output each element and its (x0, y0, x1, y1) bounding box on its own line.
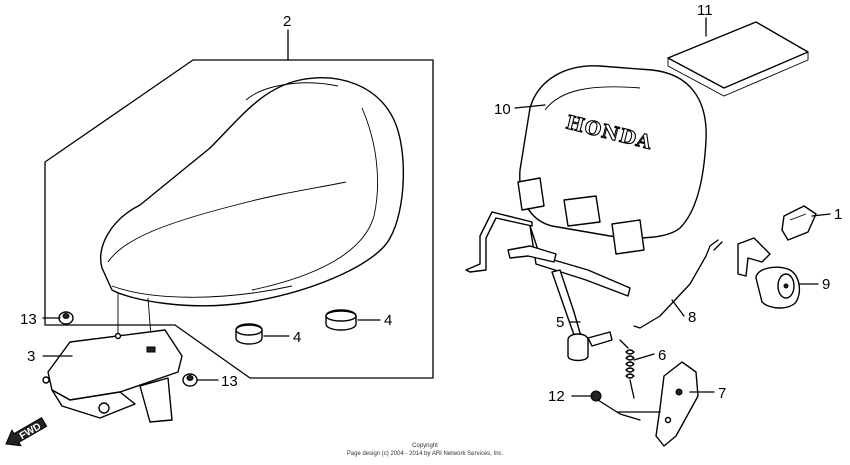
leader-lines (42, 17, 831, 397)
callout-8: 8 (688, 309, 696, 326)
callout-13-upper: 13 (20, 311, 37, 328)
callout-3: 3 (27, 348, 35, 365)
cushion-right (325, 309, 357, 331)
callout-13-lower: 13 (221, 373, 238, 390)
nut-lower (182, 373, 198, 387)
backrest-pad: HONDA (519, 65, 707, 239)
callout-7: 7 (718, 385, 726, 402)
callout-10: 10 (494, 101, 511, 118)
fwd-label: FWD (18, 421, 43, 442)
key-lock (737, 237, 801, 309)
cushion-left (235, 323, 263, 345)
backrest-mounts (517, 177, 645, 255)
release-rod (633, 239, 723, 329)
callout-12: 12 (548, 388, 565, 405)
latch-plate (655, 361, 699, 447)
seat-assembly-outline (44, 59, 434, 379)
callout-2: 2 (283, 13, 291, 30)
callout-11: 11 (697, 2, 713, 19)
seat (100, 77, 405, 307)
fwd-arrow: FWD (5, 416, 48, 447)
nut-upper (58, 311, 74, 325)
callout-6: 6 (658, 347, 666, 364)
clip (781, 205, 817, 241)
copyright-line-2: Page design (c) 2004 - 2014 by ARI Netwo… (347, 451, 504, 457)
spring (619, 339, 635, 399)
callout-9: 9 (822, 276, 830, 293)
bolt (590, 390, 661, 421)
callout-4-left: 4 (293, 329, 301, 346)
seat-hinge-bracket (42, 329, 183, 423)
callout-5: 5 (556, 314, 564, 331)
backrest-frame (465, 211, 631, 362)
owner-label-card (667, 21, 809, 97)
callout-4-right: 4 (384, 312, 392, 329)
copyright-line-1: Copyright (412, 443, 438, 449)
callout-1: 1 (834, 206, 842, 223)
